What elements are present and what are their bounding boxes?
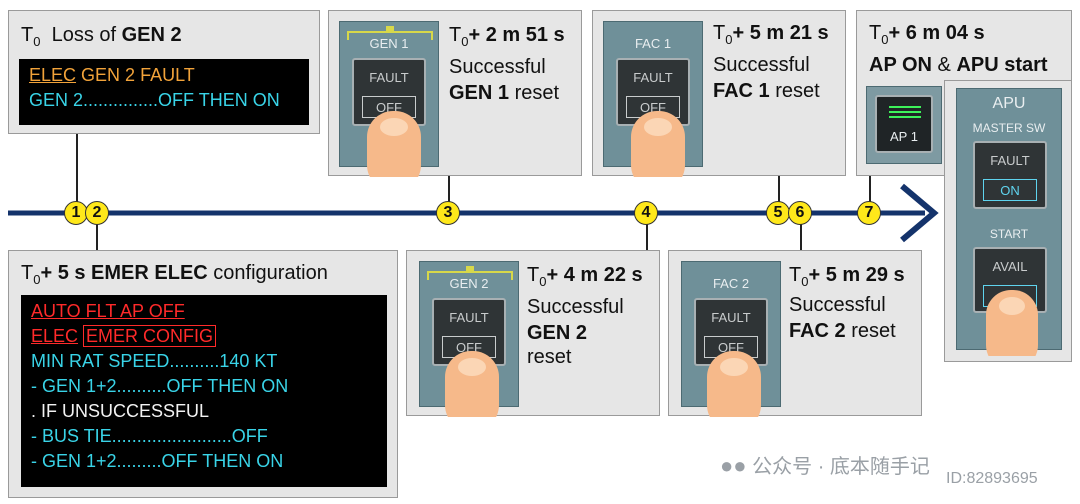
ap1-pushbutton[interactable]: AP 1 bbox=[875, 95, 933, 153]
ap1-panel: AP 1 bbox=[866, 86, 942, 164]
event-title: T0 Loss of GEN 2 bbox=[21, 24, 182, 49]
event-text: Successful bbox=[449, 56, 546, 78]
finger-icon bbox=[707, 351, 761, 417]
event-title: T0+ 2 m 51 s bbox=[449, 24, 565, 49]
event-box-emer-elec: T0+ 5 s EMER ELEC configuration AUTO FLT… bbox=[8, 250, 398, 498]
connector-2 bbox=[96, 222, 98, 250]
watermark: ●● 公众号 · 底本随手记 bbox=[720, 453, 930, 478]
event-text: Successful bbox=[713, 54, 810, 76]
connector-5 bbox=[778, 175, 780, 205]
ap-engaged-light bbox=[889, 106, 921, 118]
timeline-marker-5: 5 bbox=[766, 201, 790, 225]
finger-icon bbox=[445, 351, 499, 417]
timeline-marker-4: 4 bbox=[634, 201, 658, 225]
event-title: T0+ 5 m 29 s bbox=[789, 264, 905, 289]
finger-icon bbox=[631, 111, 685, 177]
connector-4 bbox=[646, 222, 648, 250]
event-text: FAC 1 reset bbox=[713, 80, 820, 102]
connector-7 bbox=[869, 175, 871, 205]
event-text: AP ON & APU start bbox=[869, 54, 1048, 76]
event-text: GEN 2 bbox=[527, 322, 588, 344]
ecam-display: AUTO FLT AP OFF ELEC EMER CONFIG MIN RAT… bbox=[21, 295, 387, 487]
connector-3 bbox=[448, 175, 450, 205]
gen1-panel: GEN 1 FAULT OFF bbox=[339, 21, 439, 167]
event-box-gen2-loss: T0 Loss of GEN 2 ELEC GEN 2 FAULT GEN 2.… bbox=[8, 10, 320, 134]
event-box-gen2-reset: GEN 2 FAULT OFF T0+ 4 m 22 s Successful … bbox=[406, 250, 660, 417]
event-text: GEN 1 reset bbox=[449, 82, 560, 104]
timeline-marker-3: 3 bbox=[436, 201, 460, 225]
event-title: T0+ 4 m 22 s bbox=[527, 264, 643, 289]
wechat-icon: ●● bbox=[720, 453, 747, 478]
timeline-marker-2: 2 bbox=[85, 201, 109, 225]
finger-icon bbox=[986, 290, 1038, 356]
connector-6 bbox=[800, 222, 802, 250]
watermark-id: ID:82893695 bbox=[946, 470, 1038, 487]
event-text: reset bbox=[527, 346, 572, 368]
event-text: Successful bbox=[789, 294, 886, 316]
event-box-fac1-reset: FAC 1 FAULT OFF T0+ 5 m 21 s Successful … bbox=[592, 10, 846, 177]
event-title: T0+ 5 s EMER ELEC configuration bbox=[21, 262, 328, 287]
connector-1 bbox=[76, 134, 78, 204]
event-text: Successful bbox=[527, 296, 624, 318]
event-box-gen1-reset: GEN 1 FAULT OFF T0+ 2 m 51 s Successful … bbox=[328, 10, 582, 177]
event-text: FAC 2 reset bbox=[789, 320, 896, 342]
timeline-marker-7: 7 bbox=[857, 201, 881, 225]
timeline-marker-6: 6 bbox=[788, 201, 812, 225]
event-title: T0+ 5 m 21 s bbox=[713, 22, 829, 47]
apu-master-switch[interactable]: FAULT ON bbox=[973, 141, 1047, 209]
event-title: T0+ 6 m 04 s bbox=[869, 22, 985, 47]
finger-icon bbox=[367, 111, 421, 177]
event-box-fac2-reset: FAC 2 FAULT OFF T0+ 5 m 29 s Successful … bbox=[668, 250, 922, 417]
ecam-display: ELEC GEN 2 FAULT GEN 2...............OFF… bbox=[19, 59, 309, 125]
